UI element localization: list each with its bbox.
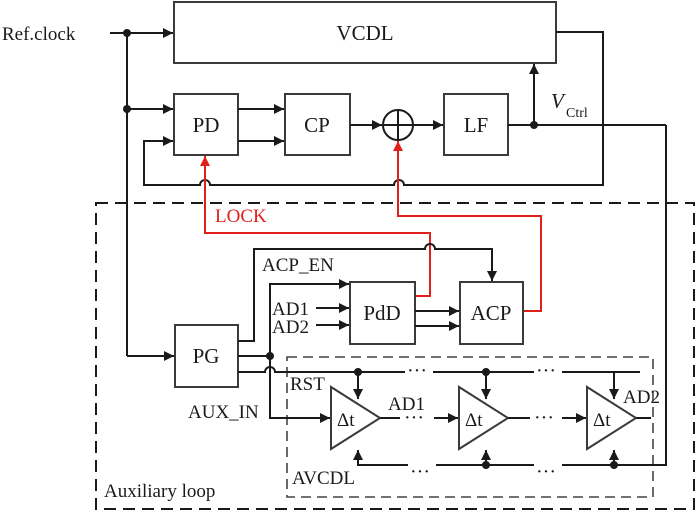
aux-in-label: AUX_IN	[188, 402, 259, 423]
vcdl-label: VCDL	[336, 21, 393, 45]
pd-block	[173, 93, 239, 156]
aux-to-pdd-wire	[269, 279, 349, 356]
rst-ellipsis-2: ···	[536, 360, 556, 382]
vcdl-feedback-wire	[143, 31, 604, 186]
data-ellipsis-1: ···	[404, 407, 424, 429]
delay-cell-1-label: Δt	[337, 410, 355, 431]
delay-cell-1	[330, 385, 382, 451]
vctrl-label: V	[551, 89, 566, 113]
acp-en-wire	[238, 243, 497, 342]
acp-to-summer-wire	[393, 141, 542, 312]
lock-label: LOCK	[215, 206, 267, 227]
ad2-output-label: AD2	[623, 387, 660, 408]
avcdl-region	[286, 356, 654, 498]
vcdl-block	[173, 1, 557, 64]
pdd-ad1-label: AD1	[272, 299, 309, 320]
pdd-block	[349, 281, 416, 345]
pd-label: PD	[193, 113, 220, 137]
ad1-output-label: AD1	[388, 394, 425, 415]
pdd-label: PdD	[363, 301, 400, 325]
avcdl-label: AVCDL	[292, 468, 355, 489]
vctrl-to-avcdl-wire	[610, 125, 667, 466]
delay-cell-3	[586, 385, 638, 451]
vctrl-subscript: Ctrl	[566, 106, 588, 121]
vctrl-ellipsis-1: ···	[410, 461, 430, 483]
rst-bus-wire	[238, 366, 640, 373]
vctrl-bus-wire	[353, 450, 610, 466]
summer-icon	[382, 109, 414, 141]
data-ellipsis-2: ···	[534, 407, 554, 429]
rst-ellipsis-1: ···	[407, 360, 427, 382]
delay-cell-2-label: Δt	[465, 410, 483, 431]
aux-in-wire	[269, 356, 330, 423]
vctrl-ellipsis-2: ···	[536, 461, 556, 483]
lf-label: LF	[464, 113, 489, 137]
auxiliary-loop-region	[95, 202, 695, 510]
pg-label: PG	[193, 344, 220, 368]
lf-block	[443, 93, 509, 156]
acp-en-label: ACP_EN	[262, 255, 334, 276]
rst-label: RST	[290, 374, 325, 395]
acp-label: ACP	[471, 301, 512, 325]
delay-cell-2	[458, 385, 510, 451]
ref-clock-label: Ref.clock	[2, 24, 76, 45]
acp-block	[459, 281, 524, 345]
auxiliary-loop-label: Auxiliary loop	[104, 481, 215, 502]
pdd-ad2-label: AD2	[272, 317, 309, 338]
delay-cell-3-label: Δt	[593, 410, 611, 431]
lock-signal-wire	[200, 156, 431, 297]
cp-label: CP	[304, 113, 330, 137]
